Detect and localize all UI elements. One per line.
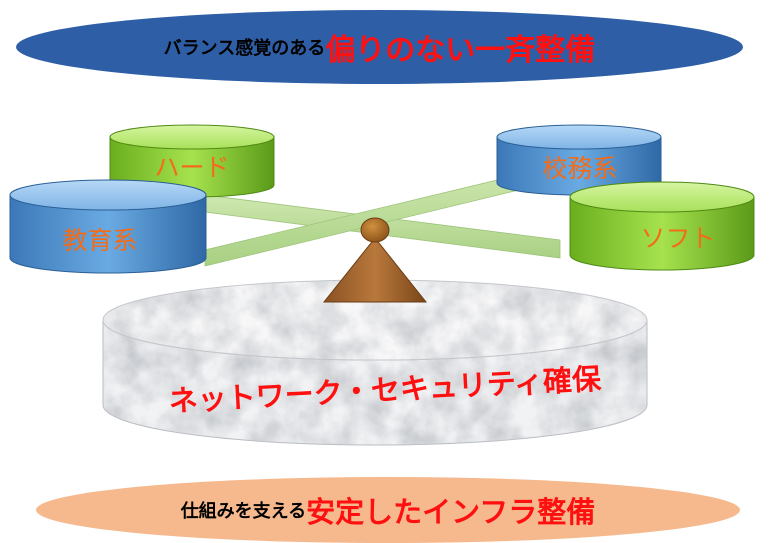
marble-base <box>102 279 648 446</box>
bottom-banner: 仕組みを支える 安定したインフラ整備 <box>36 477 740 543</box>
top-banner-emphasis: 偏りのない一斉整備 <box>325 33 596 68</box>
software-label: ソフト <box>640 224 715 253</box>
school-affairs-label: 校務系 <box>542 154 617 183</box>
top-banner: バランス感覚のある 偏りのない一斉整備 <box>16 10 743 84</box>
education-label: 教育系 <box>62 226 137 255</box>
cylinder-hardware: ハード <box>109 124 275 198</box>
cylinder-school-affairs: 校務系 <box>496 124 662 196</box>
cylinder-software: ソフト <box>569 181 755 271</box>
top-banner-lead: バランス感覚のある <box>163 38 326 59</box>
hardware-label: ハード <box>154 153 229 182</box>
bottom-banner-lead: 仕組みを支える <box>180 501 307 522</box>
fulcrum <box>322 217 428 303</box>
cylinder-education: 教育系 <box>9 179 207 274</box>
bottom-banner-emphasis: 安定したインフラ整備 <box>306 495 596 529</box>
